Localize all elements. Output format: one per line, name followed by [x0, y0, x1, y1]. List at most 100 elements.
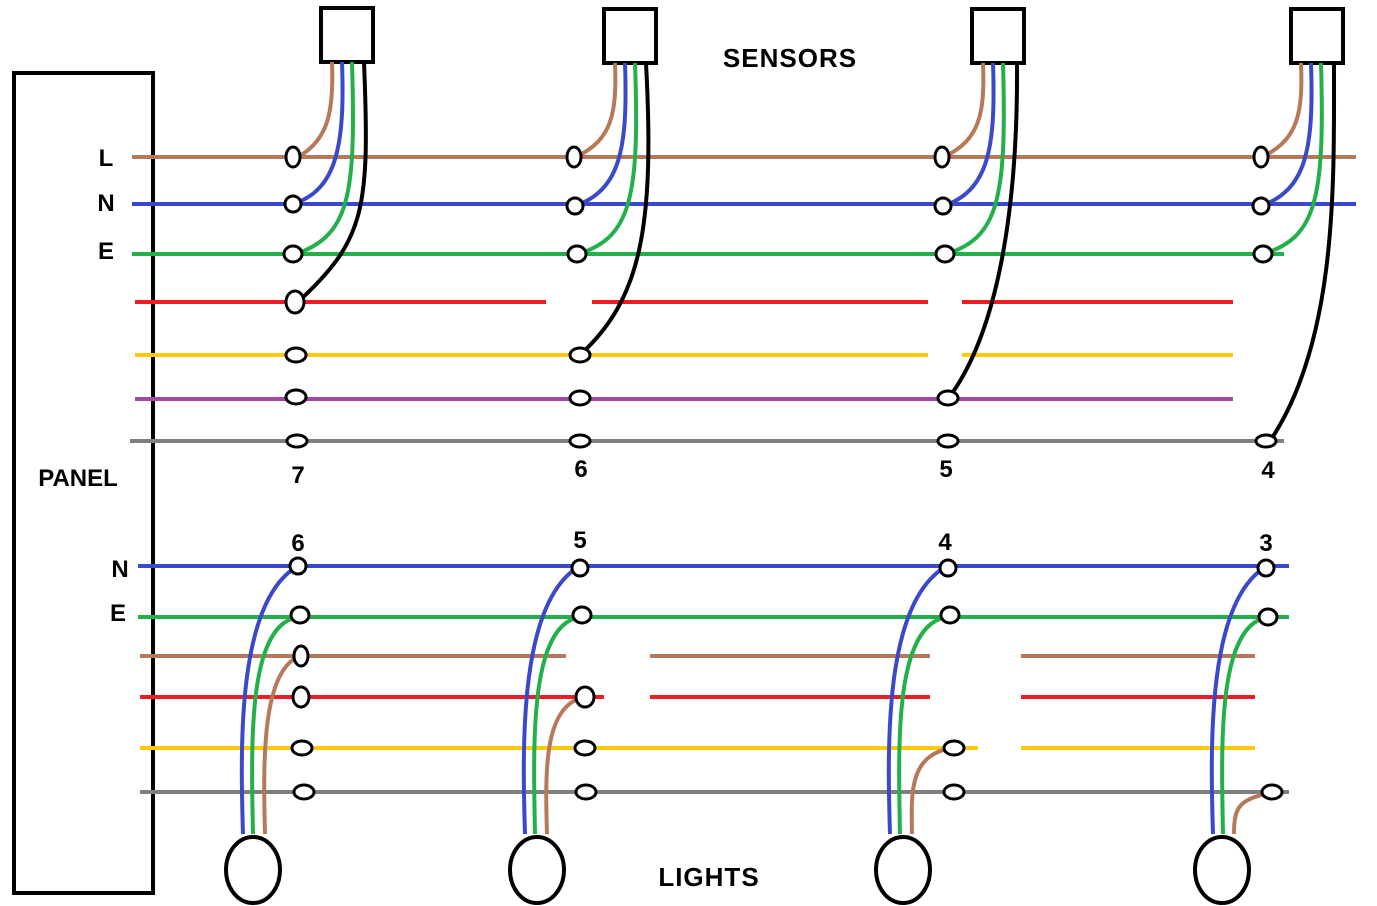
- light-2-bulb: [508, 835, 566, 905]
- upper-label-l: L: [99, 145, 114, 172]
- light-3-brown-tail: [909, 746, 953, 835]
- lower-label-e: E: [110, 600, 126, 627]
- light-3: [874, 564, 953, 905]
- sensor-3: [943, 7, 1026, 401]
- sensor-4-box: [1289, 7, 1345, 65]
- sensor-1-green-tail: [295, 61, 355, 256]
- connector: [571, 605, 593, 625]
- connector: [933, 196, 953, 216]
- connector: [1254, 433, 1278, 449]
- connector: [934, 244, 956, 264]
- sensor-1-brown-tail: [297, 61, 335, 159]
- light-2: [508, 564, 585, 905]
- connector: [938, 558, 958, 578]
- connector: [573, 739, 597, 757]
- connector: [291, 685, 311, 709]
- lower-number: 5: [573, 527, 586, 554]
- sensor-1: [292, 6, 375, 304]
- light-1-bulb: [224, 835, 282, 905]
- connector: [282, 244, 304, 264]
- light-2-green-tail: [532, 615, 581, 835]
- upper-label-n: N: [97, 190, 114, 217]
- sensor-3-blue-tail: [943, 62, 996, 208]
- connector: [288, 556, 308, 576]
- sensor-1-blue-tail: [292, 61, 345, 206]
- connector: [290, 739, 314, 757]
- light-1-brown-tail: [262, 654, 301, 835]
- connector: [933, 145, 951, 169]
- connector: [1251, 196, 1271, 216]
- connector: [1257, 607, 1279, 627]
- sensors-title: SENSORS: [723, 43, 857, 73]
- connector: [570, 558, 590, 578]
- connector: [936, 389, 960, 407]
- connector: [574, 783, 598, 801]
- connector: [284, 346, 308, 364]
- light-2-blue-tail: [521, 564, 581, 835]
- sensor-2: [574, 7, 658, 357]
- light-1-green-tail: [250, 615, 299, 835]
- sensor-2-brown-tail: [575, 62, 618, 159]
- connector: [284, 388, 308, 406]
- connector: [939, 605, 961, 625]
- sensor-4-black-tail: [1268, 62, 1337, 443]
- connector: [292, 783, 316, 801]
- connector: [942, 739, 966, 757]
- connector: [574, 685, 596, 709]
- sensor-2-box: [602, 7, 658, 65]
- connectors: [282, 145, 1284, 801]
- light-3-green-tail: [897, 615, 948, 835]
- connector: [1252, 244, 1274, 264]
- lower-numbers: 6 5 4 3: [291, 527, 1272, 557]
- upper-number: 5: [939, 456, 952, 483]
- light-4-blue-tail: [1209, 564, 1269, 835]
- light-4-green-tail: [1220, 615, 1269, 835]
- upper-rails: [130, 155, 1356, 443]
- upper-number: 7: [291, 462, 304, 489]
- connector: [1252, 145, 1270, 169]
- lower-rails: [138, 564, 1289, 794]
- connector: [565, 145, 583, 169]
- connector: [1260, 783, 1284, 801]
- connector: [568, 346, 592, 364]
- lower-number: 3: [1259, 530, 1272, 557]
- connector: [289, 605, 311, 625]
- connector: [942, 783, 966, 801]
- sensor-1-box: [319, 6, 375, 64]
- light-1: [224, 564, 301, 905]
- panel-box: [12, 71, 155, 895]
- light-1-blue-tail: [239, 564, 299, 835]
- upper-numbers: 7 6 5 4: [291, 456, 1275, 489]
- connector: [565, 196, 585, 216]
- sensor-4-green-tail: [1262, 62, 1324, 256]
- upper-number: 6: [574, 456, 587, 483]
- sensor-3-black-tail: [946, 62, 1020, 401]
- lower-number: 6: [291, 530, 304, 557]
- upper-label-e: E: [98, 238, 114, 265]
- sensor-4: [1260, 7, 1345, 443]
- light-3-bulb: [874, 835, 932, 905]
- lower-number: 4: [938, 529, 952, 556]
- upper-number: 4: [1261, 457, 1275, 484]
- light-4-bulb: [1193, 835, 1251, 905]
- connector: [283, 194, 303, 214]
- sensor-3-brown-tail: [943, 62, 986, 159]
- connector: [568, 389, 592, 407]
- sensor-1-black-tail: [296, 61, 368, 304]
- connector: [936, 433, 960, 449]
- connector: [1256, 558, 1276, 578]
- connector: [566, 244, 588, 264]
- sensor-2-black-tail: [578, 62, 651, 357]
- sensor-4-brown-tail: [1261, 62, 1304, 159]
- connector: [285, 433, 309, 449]
- sensor-3-green-tail: [945, 62, 1006, 256]
- panel-label: PANEL: [38, 465, 118, 492]
- lower-label-n: N: [111, 556, 128, 583]
- connector: [284, 145, 302, 169]
- light-3-blue-tail: [886, 564, 948, 835]
- lights-title: LIGHTS: [658, 862, 759, 892]
- connector: [292, 644, 310, 668]
- connector: [284, 289, 306, 315]
- sensor-2-green-tail: [577, 62, 639, 256]
